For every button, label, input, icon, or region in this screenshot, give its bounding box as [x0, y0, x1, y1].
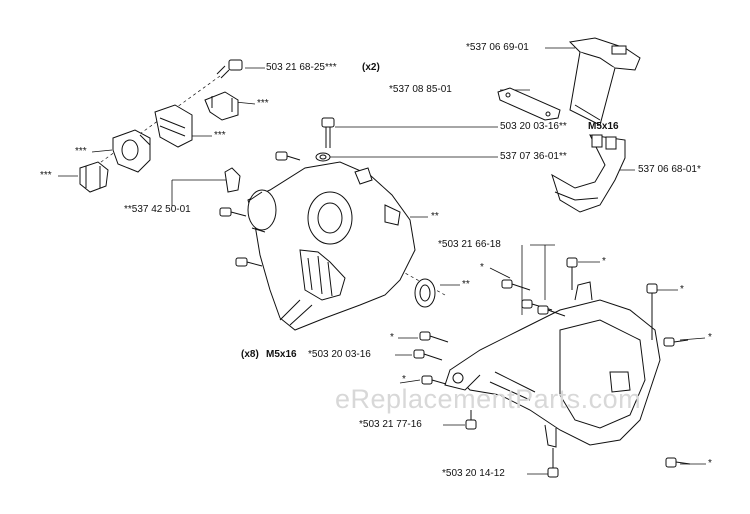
alignment-dashes	[89, 75, 446, 296]
label-stars-4: ***	[40, 170, 52, 181]
label-503-21-77-16: *503 21 77-16	[359, 419, 422, 430]
label-m5x16-bottom: M5x16	[266, 349, 297, 360]
clip-part-4	[79, 161, 109, 193]
label-537-42-50-01: **537 42 50-01	[124, 204, 191, 215]
label-503-21-68-25: 503 21 68-25***	[266, 62, 337, 73]
bolts-left	[219, 151, 301, 267]
label-star-3: *	[680, 284, 684, 295]
label-star-5: *	[390, 332, 394, 343]
label-qty-x2: (x2)	[362, 62, 380, 73]
label-stars-2: ***	[214, 130, 226, 141]
label-537-08-85-01: *537 08 85-01	[389, 84, 452, 95]
handle-bracket-537-06-69	[568, 37, 641, 126]
label-star-4: *	[708, 332, 712, 343]
label-stars-6: **	[462, 279, 470, 290]
label-star-1: *	[602, 256, 606, 267]
bearing	[414, 278, 436, 308]
label-star-6: *	[402, 374, 406, 385]
label-stars-5: **	[431, 211, 439, 222]
clip-part-2	[154, 104, 193, 148]
watermark: eReplacementParts.com	[335, 384, 642, 414]
label-qty-x8: (x8)	[241, 349, 259, 360]
clip-part-1	[204, 91, 239, 121]
label-503-20-03-16-top: 503 20 03-16**	[500, 121, 567, 132]
tank-base	[444, 281, 661, 448]
label-503-20-14-12: *503 20 14-12	[442, 468, 505, 479]
label-503-20-03-16-bottom: *503 20 03-16	[308, 349, 371, 360]
screw-top-left	[216, 59, 243, 79]
screws-lower	[413, 257, 691, 478]
label-537-06-68-01: 537 06 68-01*	[638, 164, 701, 175]
clip-part-3	[112, 129, 151, 173]
label-star-2: *	[480, 262, 484, 273]
label-stars-1: ***	[257, 98, 269, 109]
label-stars-3: ***	[75, 146, 87, 157]
label-537-06-69-01: *537 06 69-01	[466, 42, 529, 53]
label-star-7: *	[708, 458, 712, 469]
label-537-07-36-01: 537 07 36-01**	[500, 151, 567, 162]
label-503-21-66-18: *503 21 66-18	[438, 239, 501, 250]
washer	[315, 152, 331, 162]
guard-537-06-68	[551, 134, 626, 213]
crankcase-half	[247, 161, 416, 331]
bolt-m5x16-top	[321, 117, 335, 148]
label-m5x16-top: M5x16	[588, 121, 619, 132]
plate-537-08-85	[497, 87, 561, 121]
spring-clip	[224, 167, 241, 193]
